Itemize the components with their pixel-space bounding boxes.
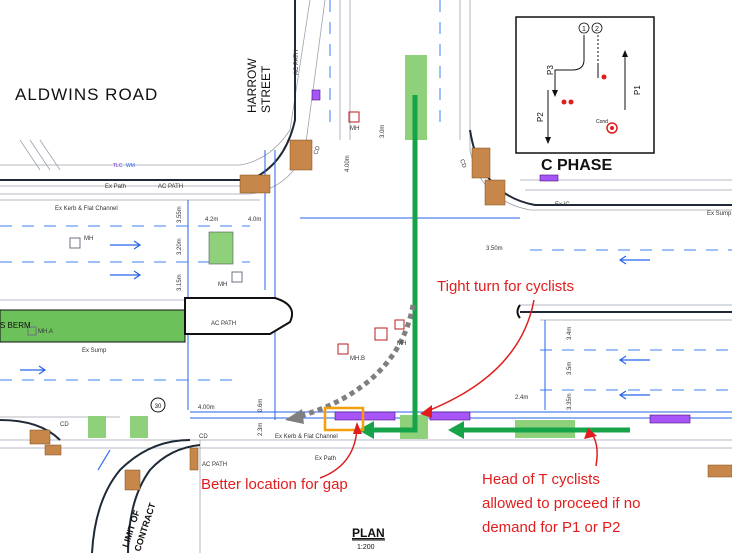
grey-dotted-route bbox=[285, 304, 416, 424]
cd-label-3: CD bbox=[458, 159, 467, 170]
ac-path-label-2: AC PATH bbox=[211, 321, 236, 327]
wm-label: WM bbox=[126, 163, 135, 169]
mh-label-2: MH bbox=[218, 282, 227, 288]
road-name-street: STREET bbox=[259, 65, 273, 113]
inset-p1-label: P1 bbox=[633, 85, 642, 95]
detector-loops bbox=[311, 89, 691, 424]
lane-arrows bbox=[20, 240, 650, 471]
mh-a-label: MH.A bbox=[38, 329, 53, 335]
ex-sump-label-2: Ex Sump bbox=[707, 211, 732, 217]
inset-cond-label: Cond bbox=[596, 119, 608, 125]
green-cyclist-route bbox=[358, 95, 630, 439]
plan-scale: 1:200 bbox=[357, 544, 375, 551]
annotation-head-of-t-line1: Head of T cyclists bbox=[482, 471, 600, 488]
berm-label: S BERM bbox=[0, 321, 31, 330]
ac-path-label-4: AC PATH bbox=[294, 50, 300, 75]
ex-ic-label: Ex IC bbox=[555, 202, 570, 208]
dim-13: 4.00m bbox=[198, 405, 215, 411]
cd-label-1: CD bbox=[199, 434, 208, 440]
annotation-head-of-t-line3: demand for P1 or P2 bbox=[482, 519, 620, 536]
lane-markings bbox=[0, 0, 732, 391]
cd-label-4: CD bbox=[60, 422, 69, 428]
dim-10: 3.5m bbox=[567, 362, 573, 375]
ex-path-label-1: Ex Path bbox=[105, 184, 126, 190]
ex-path-label-2: Ex Path bbox=[315, 456, 336, 462]
dim-3: 4.2m bbox=[205, 217, 218, 223]
dim-12: 2.4m bbox=[515, 395, 528, 401]
dim-7: 3.15m bbox=[177, 274, 183, 291]
inset-signal-2: 2 bbox=[595, 26, 599, 33]
dim-2: 4.00m bbox=[345, 155, 351, 172]
phase-inset: 1 2 Cond P3 P1 P2 bbox=[515, 16, 655, 154]
annotation-better-location: Better location for gap bbox=[201, 476, 348, 493]
mh-label-3: MH bbox=[350, 126, 359, 132]
kerb-blocks bbox=[29, 139, 732, 491]
dimension-labels: 3.0m 4.00m 4.2m 4.0m 3.55m 3.20m 3.15m 3… bbox=[177, 125, 573, 436]
dim-11: 3.35m bbox=[567, 393, 573, 410]
mh-label-1: MH bbox=[84, 236, 93, 242]
speed-sign bbox=[150, 397, 166, 413]
annotation-head-of-t-line2: allowed to proceed if no bbox=[482, 495, 640, 512]
dim-14: 0.6m bbox=[258, 399, 264, 412]
dim-9: 3.4m bbox=[567, 327, 573, 340]
inset-p2-label: P2 bbox=[536, 112, 545, 122]
dim-1: 3.0m bbox=[380, 125, 386, 138]
ac-path-label-3: AC PATH bbox=[202, 462, 227, 468]
ex-kerb-label-2: Ex Kerb & Flat Channel bbox=[275, 434, 338, 440]
dim-4: 4.0m bbox=[248, 217, 261, 223]
road-name-aldwins: ALDWINS ROAD bbox=[15, 85, 158, 104]
plan-title: PLAN bbox=[352, 526, 385, 540]
annotation-arrowheads bbox=[353, 405, 597, 439]
drawing-labels: ALDWINS ROAD HARROW STREET AC PATH AC PA… bbox=[0, 50, 732, 468]
traffic-island-east bbox=[516, 304, 521, 319]
mh-b-label: MH.B bbox=[350, 356, 365, 362]
annotation-tight-turn: Tight turn for cyclists bbox=[437, 278, 574, 295]
dim-8: 3.50m bbox=[486, 246, 503, 252]
inset-p3-label: P3 bbox=[546, 65, 555, 75]
speed-sign-label: 30 bbox=[155, 404, 162, 410]
grey-pits bbox=[27, 237, 243, 336]
gap-location-box bbox=[323, 406, 365, 432]
dim-15: 2.3m bbox=[258, 423, 264, 436]
road-name-harrow: HARROW bbox=[245, 58, 259, 113]
ex-kerb-label-1: Ex Kerb & Flat Channel bbox=[55, 206, 118, 212]
traffic-island bbox=[184, 297, 294, 335]
tlc-label: TLC bbox=[113, 163, 123, 169]
ac-path-label-1: AC PATH bbox=[158, 184, 183, 190]
mh-label-4: MH bbox=[397, 341, 406, 347]
dim-5: 3.55m bbox=[177, 206, 183, 223]
inset-signal-1: 1 bbox=[582, 26, 586, 33]
ex-sump-label-1: Ex Sump bbox=[82, 348, 107, 354]
phase-title: C PHASE bbox=[541, 157, 612, 174]
manhole-symbols bbox=[337, 111, 405, 355]
cd-label-2: CD bbox=[313, 145, 322, 156]
dim-6: 3.20m bbox=[177, 238, 183, 255]
